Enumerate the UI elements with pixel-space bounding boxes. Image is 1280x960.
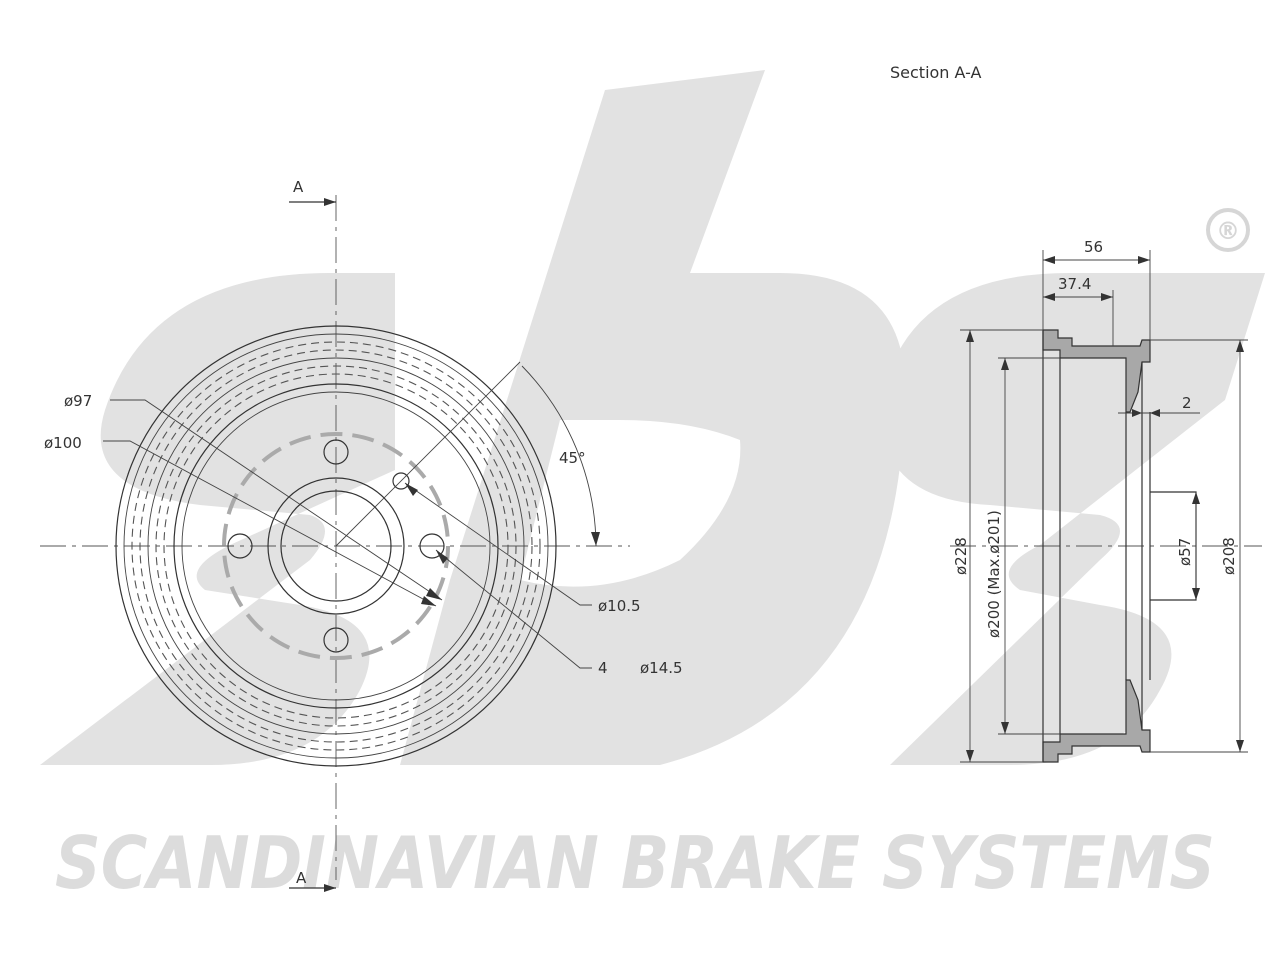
registered-mark: ®: [1216, 217, 1240, 245]
drum-outer-edge: [115, 325, 557, 767]
dim-hub-diameter: ø57: [1176, 538, 1194, 566]
section-marker-bottom-label: A: [296, 869, 307, 887]
section-marker-top-label: A: [293, 178, 304, 196]
bolt-hole-bottom: [323, 627, 349, 653]
section-profile-bottom: [1042, 679, 1151, 763]
dim-width-total: 56: [1084, 238, 1103, 256]
dim-hole-large: ø14.5: [640, 659, 683, 677]
bolt-hole-right: [419, 533, 445, 559]
dim-flange-diameter: ø208: [1220, 537, 1238, 575]
dim-pcd-97: ø97: [64, 392, 92, 410]
center-bore: [280, 490, 392, 602]
bolt-hole-left: [227, 533, 253, 559]
leader-dia-10-5: [404, 482, 592, 606]
dim-width-inner: 37.4: [1058, 275, 1091, 293]
section-view: Section A-A 56 37.4 2: [890, 63, 1262, 763]
angle-line: [335, 361, 521, 547]
dim-offset: 2: [1182, 394, 1192, 412]
dim-drum-diameter: ø200 (Max.ø201): [985, 510, 1003, 638]
hub-outer: [267, 477, 405, 615]
dim-pcd-100: ø100: [44, 434, 82, 452]
leader-dia-100: [103, 440, 437, 607]
bolt-hole-top: [323, 439, 349, 465]
leader-dia-97: [110, 399, 443, 601]
dim-outer-diameter: ø228: [952, 537, 970, 575]
leader-dia-14-5: [435, 549, 592, 669]
section-title: Section A-A: [890, 63, 982, 82]
hidden-contour: [222, 432, 450, 660]
drum-inner-ring: [173, 383, 499, 709]
company-watermark-text: SCANDINAVIAN BRAKE SYSTEMS: [55, 821, 1215, 905]
angle-arc: [521, 365, 597, 547]
angle-label: 45°: [559, 449, 586, 467]
section-profile-top: [1042, 329, 1151, 413]
dim-hole-count: 4: [598, 659, 608, 677]
small-hole: [392, 472, 410, 490]
front-view: A A 45° ø97 ø100: [40, 178, 683, 892]
dim-hole-small: ø10.5: [598, 597, 641, 615]
